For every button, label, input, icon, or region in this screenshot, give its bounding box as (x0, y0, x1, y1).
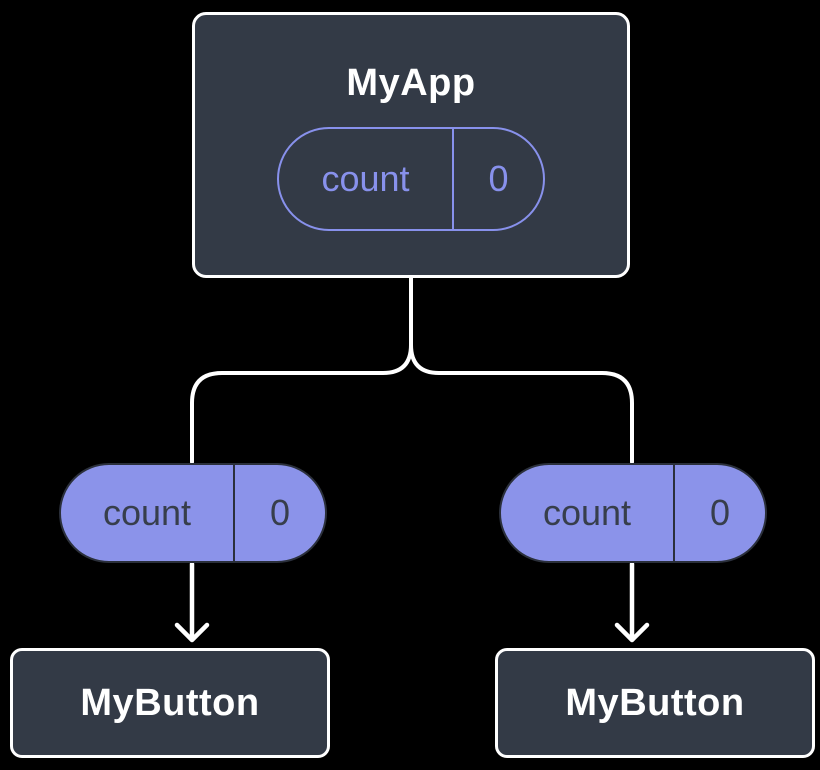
root-state-pill: count 0 (277, 127, 545, 231)
prop-value: 0 (233, 465, 325, 561)
arrow-head (174, 622, 210, 643)
child-component-title: MyButton (80, 682, 260, 724)
prop-pill-right: count 0 (499, 463, 767, 563)
prop-value: 0 (673, 465, 765, 561)
child-component-title: MyButton (565, 682, 745, 724)
arrow-down-icon (174, 561, 210, 643)
branch-connector-left (190, 277, 413, 464)
state-value: 0 (452, 129, 543, 229)
arrow-down-icon (614, 561, 650, 643)
state-name: count (321, 158, 410, 199)
arrow-head (614, 622, 650, 643)
child-component-box-left: MyButton (10, 648, 330, 758)
prop-name: count (102, 492, 192, 533)
child-component-box-right: MyButton (495, 648, 815, 758)
prop-pill-left: count 0 (59, 463, 327, 563)
branch-connector-right (409, 277, 634, 464)
prop-name: count (542, 492, 632, 533)
root-component-title: MyApp (346, 62, 476, 104)
root-component-box: MyApp count 0 (192, 12, 630, 278)
